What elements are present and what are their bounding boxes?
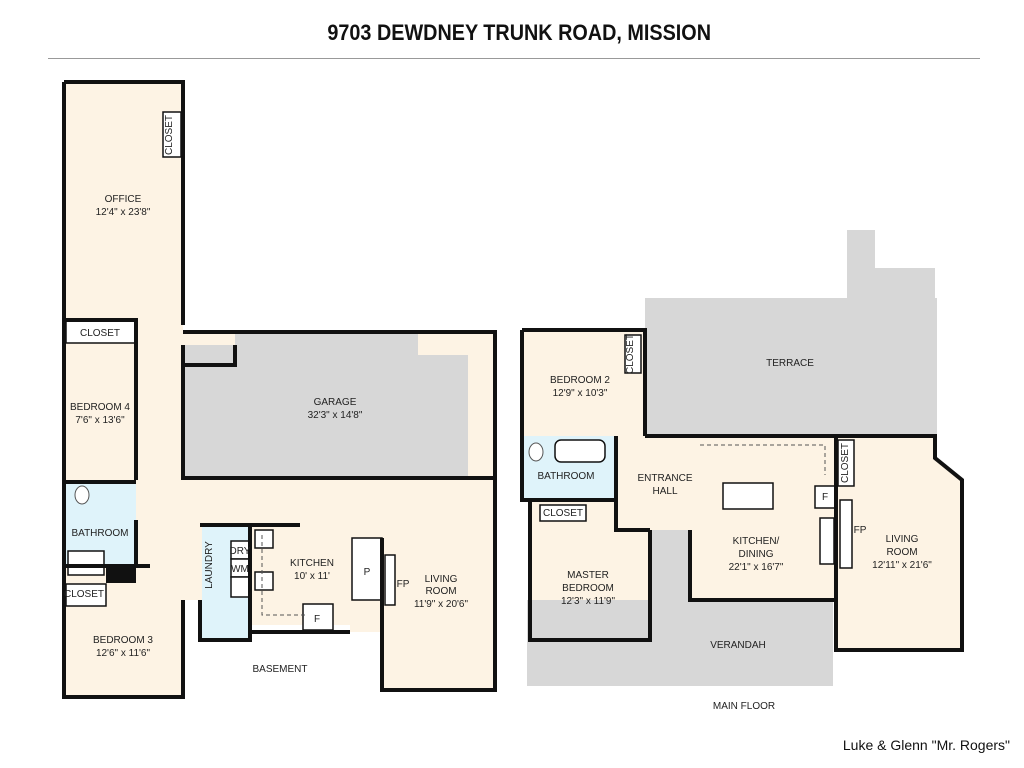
entrance-hall-label-2: HALL (652, 486, 677, 497)
basement-living-size: 11'9" x 20'6" (414, 599, 469, 610)
kitchen-dining-label-2: DINING (739, 549, 774, 560)
terrace-label: TERRACE (766, 358, 814, 369)
main-fireplace-label: FP (854, 525, 867, 536)
main-floor-plan: BEDROOM 2 12'9" x 10'3" CLOSET TERRACE B… (520, 230, 964, 712)
bedroom3-label: BEDROOM 3 (93, 635, 153, 646)
verandah-label: VERANDAH (710, 640, 766, 651)
stairs-lower (875, 268, 935, 298)
basement-floor-label: BASEMENT (252, 664, 307, 675)
basement-bathroom-label: BATHROOM (71, 528, 128, 539)
page-title: 9703 DEWDNEY TRUNK ROAD, MISSION (327, 20, 711, 45)
bedroom2-size: 12'9" x 10'3" (553, 388, 608, 399)
basement-fridge-label: F (314, 614, 320, 625)
bedroom2-closet-label: CLOSET (625, 334, 636, 374)
basement-fireplace-hearth (384, 554, 396, 606)
laundry-sink-icon (230, 576, 250, 598)
basement-plan: OFFICE 12'4" x 23'8" CLOSET CLOSET BEDRO… (62, 80, 497, 699)
master-label-1: MASTER (567, 570, 609, 581)
verandah-area (527, 600, 833, 686)
basement-fireplace-label: FP (397, 579, 410, 590)
main-floor-label: MAIN FLOOR (713, 701, 775, 712)
kitchen-island (722, 482, 774, 510)
chimney (106, 565, 136, 583)
basement-living-label-2: ROOM (425, 586, 456, 597)
basement-kitchen-size: 10' x 11' (294, 571, 330, 582)
bedroom3-closet-label: CLOSET (64, 589, 104, 600)
main-living-label-2: ROOM (886, 547, 917, 558)
main-fireplace-hearth (839, 499, 853, 569)
main-fridge-label: F (822, 492, 828, 503)
bedroom4-label: BEDROOM 4 (70, 402, 130, 413)
laundry-label: LAUNDRY (204, 541, 215, 589)
main-living-area (530, 436, 962, 650)
office-closet-label: CLOSET (164, 115, 175, 155)
garage-size: 32'3" x 14'8" (308, 410, 363, 421)
master-closet-label: CLOSET (543, 508, 583, 519)
basement-living-label-1: LIVING (425, 574, 458, 585)
main-bathroom-label: BATHROOM (537, 471, 594, 482)
main-living-label-1: LIVING (886, 534, 919, 545)
entrance-hall-label-1: ENTRANCE (637, 473, 692, 484)
dryer-label: DRY (230, 546, 251, 557)
main-fireplace-box (819, 517, 835, 565)
kitchen-sink-icon (254, 571, 274, 591)
bathtub-icon (554, 439, 606, 463)
bedroom2-label: BEDROOM 2 (550, 375, 610, 386)
terrace-area (645, 298, 937, 434)
basement-kitchen-label: KITCHEN (290, 558, 334, 569)
office-size: 12'4" x 23'8" (96, 207, 151, 218)
master-label-2: BEDROOM (562, 583, 614, 594)
stairs-upper (847, 230, 875, 298)
shower-icon (67, 550, 105, 576)
garage-area (183, 333, 468, 478)
master-closet (539, 504, 587, 522)
main-living-size: 12'11" x 21'6" (872, 560, 932, 571)
credit-text: Luke & Glenn "Mr. Rogers" (842, 737, 1010, 753)
garage-label: GARAGE (314, 397, 357, 408)
stove-icon (254, 529, 274, 549)
main-toilet-icon (528, 442, 544, 462)
bedroom4-size: 7'6" x 13'6" (75, 415, 125, 426)
washer-label: WM (231, 564, 249, 575)
kitchen-dining-label-1: KITCHEN/ (733, 536, 780, 547)
toilet-icon (74, 485, 90, 505)
title-divider (48, 58, 980, 59)
main-closet-label: CLOSET (840, 443, 851, 483)
verandah-entry (650, 530, 690, 602)
bedroom2-closet (624, 334, 642, 374)
kitchen-dining-size: 22'1" x 16'7" (729, 562, 784, 573)
bedroom3-size: 12'6" x 11'6" (96, 648, 151, 659)
office-label: OFFICE (105, 194, 142, 205)
pantry-label: P (364, 567, 371, 578)
basement-fridge (302, 603, 334, 631)
master-size: 12'3" x 11'9" (561, 596, 616, 607)
bedroom4-closet-label: CLOSET (80, 328, 120, 339)
